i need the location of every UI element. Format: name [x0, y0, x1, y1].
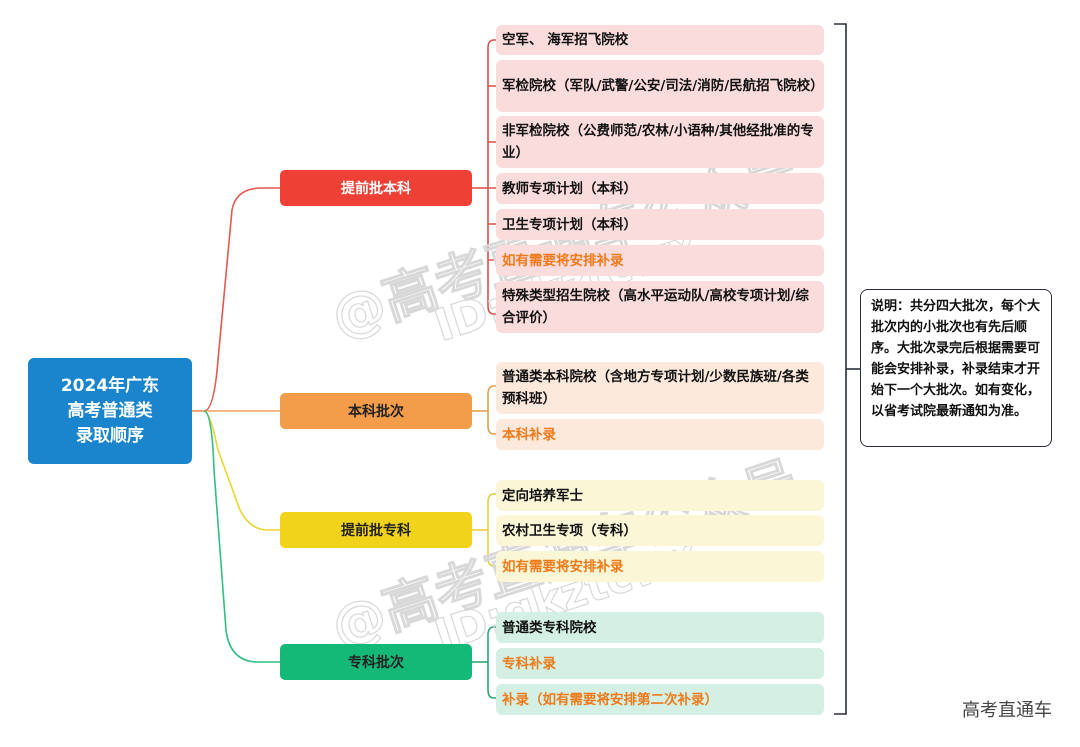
leaf-item: 非军检院校（公费师范/农林/小语种/其他经批准的专业） [496, 116, 824, 168]
leaf-item: 卫生专项计划（本科） [496, 209, 824, 240]
leaf-item: 农村卫生专项（专科） [496, 515, 824, 546]
category-early-undergraduate: 提前批本科 [280, 170, 472, 206]
leaf-item-supplement: 本科补录 [496, 419, 824, 450]
leaf-item: 特殊类型招生院校（高水平运动队/高校专项计划/综合评价） [496, 281, 824, 333]
note-box: 说明：共分四大批次，每个大批次内的小批次也有先后顺序。大批次录完后根据需要可能会… [860, 289, 1052, 447]
leaf-item: 定向培养军士 [496, 480, 824, 511]
category-undergraduate: 本科批次 [280, 393, 472, 429]
leaf-item: 普通类专科院校 [496, 612, 824, 643]
leaf-item-supplement: 专科补录 [496, 648, 824, 679]
leaf-item: 军检院校（军队/武警/公安/司法/消防/民航招飞院校） [496, 60, 824, 112]
category-early-junior-college: 提前批专科 [280, 512, 472, 548]
category-junior-college: 专科批次 [280, 644, 472, 680]
leaf-item-supplement: 如有需要将安排补录 [496, 245, 824, 276]
leaf-item-supplement: 补录（如有需要将安排第二次补录） [496, 684, 824, 715]
leaf-item-supplement: 如有需要将安排补录 [496, 551, 824, 582]
root-node: 2024年广东 高考普通类 录取顺序 [28, 358, 192, 464]
leaf-item: 教师专项计划（本科） [496, 173, 824, 204]
leaf-item: 空军、 海军招飞院校 [496, 25, 824, 55]
leaf-item: 普通类本科院校（含地方专项计划/少数民族班/各类预科班） [496, 362, 824, 414]
footer-brand: 高考直通车 [962, 700, 1052, 721]
